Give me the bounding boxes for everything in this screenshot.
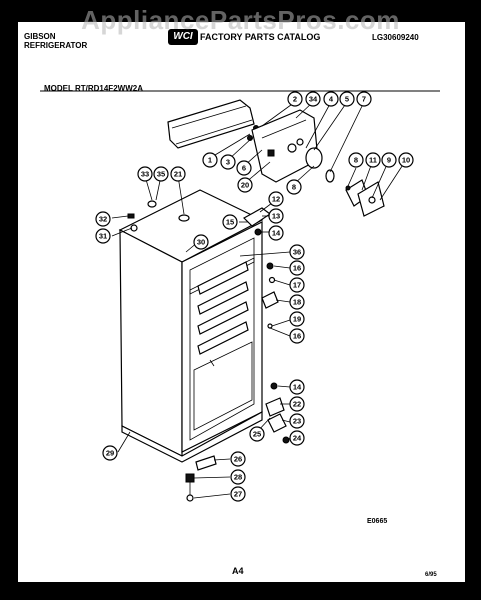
callout-14: 14 <box>268 225 284 241</box>
callout-label: 9 <box>387 156 391 165</box>
callout-label: 32 <box>99 215 107 224</box>
callout-26: 26 <box>230 451 246 467</box>
callout-label: 24 <box>293 434 302 443</box>
callout-8: 8 <box>348 152 364 168</box>
callout-label: 5 <box>345 95 349 104</box>
callout-label: 19 <box>293 315 301 324</box>
callout-29: 29 <box>102 445 118 461</box>
callout-13: 13 <box>268 208 284 224</box>
callout-label: 3 <box>226 158 230 167</box>
callout-31: 31 <box>95 228 111 244</box>
callout-label: 10 <box>402 156 410 165</box>
callout-label: 14 <box>293 383 302 392</box>
callout-label: 27 <box>234 490 242 499</box>
document-number: LG30609240 <box>372 33 419 42</box>
callout-3: 3 <box>220 154 236 170</box>
callout-11: 11 <box>365 152 381 168</box>
callout-9: 9 <box>381 152 397 168</box>
callout-16: 16 <box>289 328 305 344</box>
callout-label: 4 <box>329 95 334 104</box>
callout-label: 35 <box>157 170 165 179</box>
callout-7: 7 <box>356 91 372 107</box>
wci-logo-icon: WCI <box>168 29 198 45</box>
callout-17: 17 <box>289 277 305 293</box>
callout-label: 26 <box>234 455 242 464</box>
callout-label: 12 <box>272 195 280 204</box>
callout-33: 33 <box>137 166 153 182</box>
callout-12: 12 <box>268 191 284 207</box>
callout-label: 17 <box>293 281 301 290</box>
callout-6: 6 <box>236 160 252 176</box>
page-number: A4 <box>232 566 244 576</box>
callout-25: 25 <box>249 426 265 442</box>
callout-34: 34 <box>305 91 321 107</box>
callout-18: 18 <box>289 294 305 310</box>
callout-label: 2 <box>293 95 297 104</box>
callout-30: 30 <box>193 234 209 250</box>
figure-reference: E0665 <box>367 518 388 525</box>
product-label: REFRIGERATOR <box>24 41 88 50</box>
leader-lines <box>111 101 407 499</box>
callout-label: 6 <box>242 164 246 173</box>
callout-label: 29 <box>106 449 114 458</box>
callout-label: 36 <box>293 248 301 257</box>
callout-1: 1 <box>202 152 218 168</box>
callout-label: 16 <box>293 264 301 273</box>
callout-35: 35 <box>153 166 169 182</box>
callout-21: 21 <box>170 166 186 182</box>
callout-23: 23 <box>289 413 305 429</box>
callout-28: 28 <box>230 469 246 485</box>
callout-19: 19 <box>289 311 305 327</box>
callout-label: 33 <box>141 170 149 179</box>
callout-label: 34 <box>309 95 318 104</box>
callout-label: 28 <box>234 473 242 482</box>
bottom-hinge-part <box>265 382 290 444</box>
callout-label: 7 <box>362 95 366 104</box>
model-number: MODEL RT/RD14F2WW2A <box>44 84 143 93</box>
callout-label: 21 <box>174 170 182 179</box>
callout-4: 4 <box>323 91 339 107</box>
callout-label: 22 <box>293 400 301 409</box>
callout-32: 32 <box>95 211 111 227</box>
callout-label: 30 <box>197 238 205 247</box>
callout-label: 1 <box>208 156 212 165</box>
callout-24: 24 <box>289 430 305 446</box>
callout-label: 23 <box>293 417 301 426</box>
callout-5: 5 <box>339 91 355 107</box>
callout-label: 11 <box>369 156 377 165</box>
date-code: 6/95 <box>425 572 437 578</box>
callout-label: 8 <box>354 156 358 165</box>
light-socket-part <box>345 179 385 217</box>
callout-16: 16 <box>289 260 305 276</box>
callout-label: 20 <box>241 181 249 190</box>
callout-14: 14 <box>289 379 305 395</box>
callout-36: 36 <box>289 244 305 260</box>
callout-label: 18 <box>293 298 301 307</box>
hinge-cover-part <box>167 99 255 149</box>
callout-label: 25 <box>253 430 261 439</box>
callout-label: 8 <box>292 183 296 192</box>
door-stop-parts <box>261 262 279 329</box>
callout-20: 20 <box>237 177 253 193</box>
callout-2: 2 <box>287 91 303 107</box>
callout-8: 8 <box>286 179 302 195</box>
callout-label: 13 <box>272 212 280 221</box>
cabinet-part <box>118 189 264 463</box>
callout-15: 15 <box>222 214 238 230</box>
callout-label: 15 <box>226 218 234 227</box>
callout-22: 22 <box>289 396 305 412</box>
callout-label: 31 <box>99 232 107 241</box>
callout-27: 27 <box>230 486 246 502</box>
callout-label: 16 <box>293 332 301 341</box>
thermostat-part <box>305 147 335 183</box>
callout-label: 14 <box>272 229 281 238</box>
catalog-title: FACTORY PARTS CATALOG <box>200 32 321 42</box>
brand-label: GIBSON <box>24 32 56 41</box>
callout-10: 10 <box>398 152 414 168</box>
leveling-leg-parts <box>185 455 217 502</box>
